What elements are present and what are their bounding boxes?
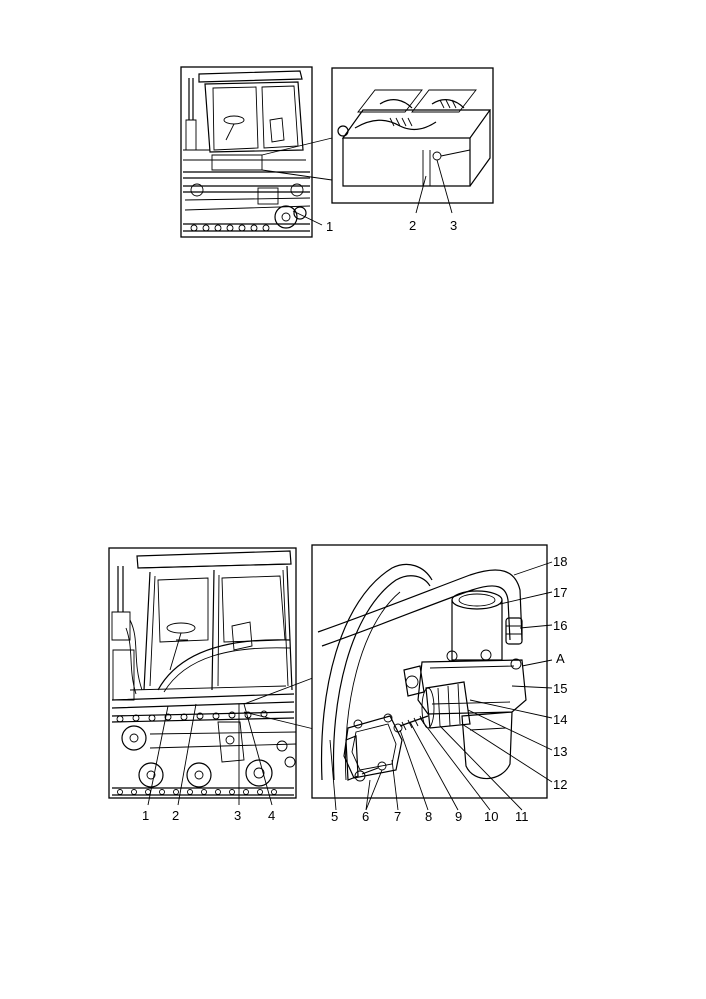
fig2-callout-11: 11 bbox=[515, 809, 529, 824]
fig2-callout-16: 16 bbox=[553, 618, 567, 633]
fig2-callout-5: 5 bbox=[331, 809, 338, 824]
figure-2: 1 2 3 4 5 6 7 8 9 10 11 12 13 14 15 A 16… bbox=[108, 544, 567, 824]
fig2-callout-6: 6 bbox=[362, 809, 369, 824]
figure-1: 1 2 3 bbox=[180, 66, 494, 238]
fig2-callout-7: 7 bbox=[394, 809, 401, 824]
fig2-callout-10: 10 bbox=[484, 809, 498, 824]
fig2-pump-detail bbox=[311, 544, 553, 811]
fig2-callout-18: 18 bbox=[553, 554, 567, 569]
fig1-tractor-view bbox=[180, 66, 323, 238]
fig2-callout-17: 17 bbox=[553, 585, 567, 600]
fig1-callout-3: 3 bbox=[450, 218, 457, 233]
fig2-callout-14: 14 bbox=[553, 712, 567, 727]
fig1-zoom-connector bbox=[261, 137, 333, 181]
fig1-callout-1: 1 bbox=[326, 219, 333, 234]
fig2-callout-8: 8 bbox=[425, 809, 432, 824]
fig2-callout-15: 15 bbox=[553, 681, 567, 696]
fig2-callout-A: A bbox=[556, 651, 565, 666]
fig2-callout-1: 1 bbox=[142, 808, 149, 823]
fig1-battery-detail bbox=[331, 67, 494, 214]
fig2-zoom-connector bbox=[243, 675, 319, 731]
fig2-tractor-view bbox=[108, 547, 297, 806]
fig1-callout-2: 2 bbox=[409, 218, 416, 233]
fig2-callout-13: 13 bbox=[553, 744, 567, 759]
fig2-callout-3: 3 bbox=[234, 808, 241, 823]
fig2-callout-12: 12 bbox=[553, 777, 567, 792]
fig2-callout-9: 9 bbox=[455, 809, 462, 824]
fig2-callout-4: 4 bbox=[268, 808, 275, 823]
fig2-callout-2: 2 bbox=[172, 808, 179, 823]
